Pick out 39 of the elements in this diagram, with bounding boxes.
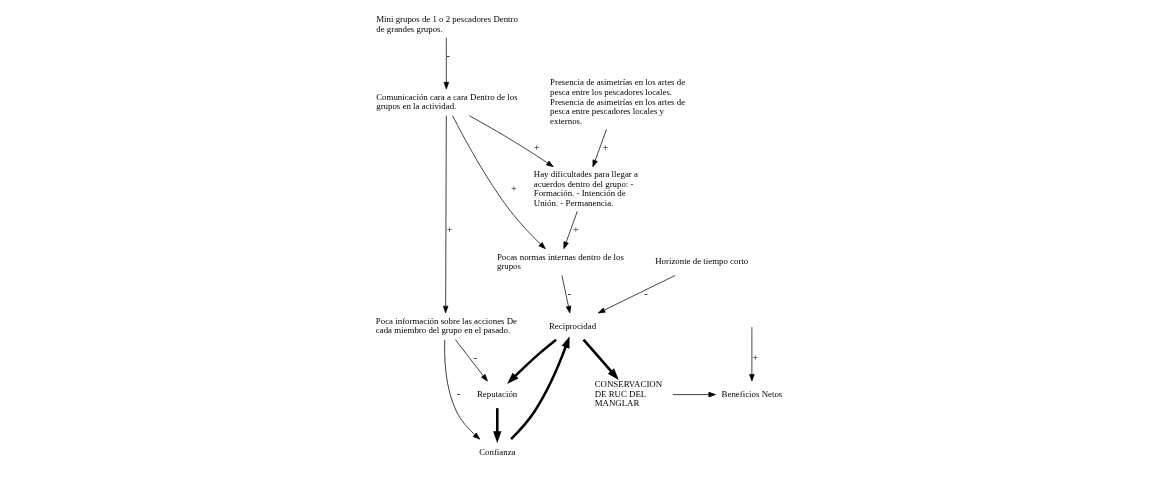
arrow <box>506 338 557 384</box>
node-text: Beneficios Netos <box>721 388 782 399</box>
arrow <box>597 275 675 314</box>
arrow <box>563 210 578 250</box>
edge-label: + <box>446 223 453 235</box>
node-text: Mini grupos de 1 o 2 pescadores Dentro de grandes grupos. <box>375 13 518 34</box>
edge-label: + <box>533 141 540 153</box>
arrow <box>672 391 716 398</box>
edge-label: + <box>751 352 758 364</box>
arrow <box>582 338 619 380</box>
node-text: Hay dificultades para llegar a acuerdos dentro del grupo: - Formación. - Intención de Unión. - Permanencia. <box>533 168 638 208</box>
arrow <box>454 339 488 382</box>
arrow <box>442 115 448 314</box>
arrow <box>443 37 449 90</box>
node-text: Presencia de asimetrías en los artes de pesca entre los pescadores locales. Presencia de asimetrías en los artes de pesca entre pescadores locales y externos. <box>549 77 685 126</box>
arrow <box>468 115 554 168</box>
node-text: Reputación <box>476 388 517 399</box>
edge-label: - <box>473 352 477 364</box>
arrow <box>592 128 607 168</box>
edge-label: + <box>572 223 579 235</box>
arrow <box>748 326 755 382</box>
node-text: CONSERVACION DE RUC DEL MANGLAR <box>594 379 662 409</box>
edge-label: - <box>566 287 571 299</box>
node-text: Poca información sobre las acciones De cada miembro del grupo en el pasado. <box>375 315 517 336</box>
edge-label: - <box>643 287 648 299</box>
edge-label: - <box>456 388 460 400</box>
edge-label: + <box>510 182 517 194</box>
arrow <box>509 336 570 440</box>
node-text: Comunicación cara a cara Dentro de los grupos en la actividad. <box>375 91 518 112</box>
node-text: Horizonte de tiempo corto <box>654 256 748 267</box>
node-text: Pocas normas internas dentro de los grupos <box>496 251 624 272</box>
arrow <box>561 275 571 314</box>
arrow <box>492 408 501 444</box>
edge-label: - <box>445 50 450 62</box>
edge-label: + <box>601 141 608 153</box>
arrow <box>443 339 480 440</box>
node-text: Confianza <box>478 446 516 457</box>
arrow <box>451 115 546 250</box>
node-text: Reciprocidad <box>548 320 596 331</box>
